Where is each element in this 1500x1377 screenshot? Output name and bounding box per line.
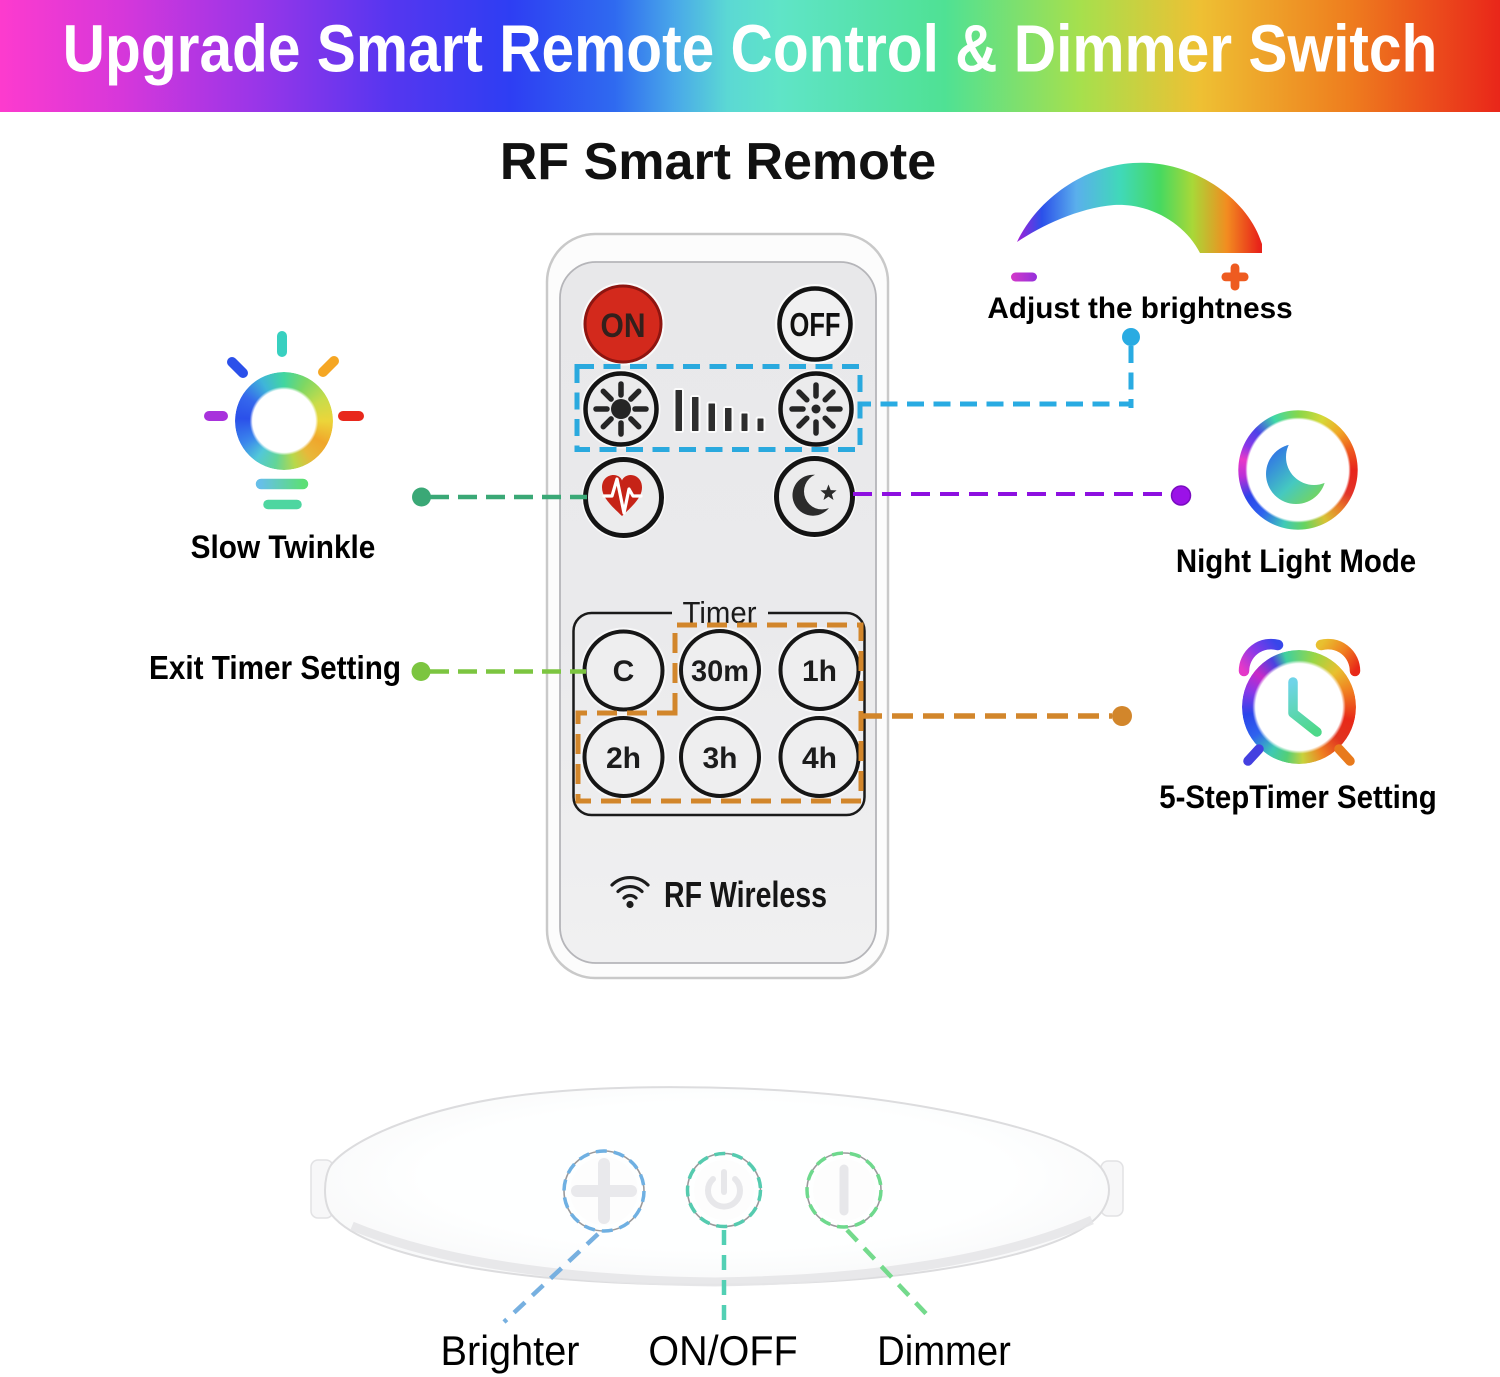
svg-text:ON: ON <box>601 307 646 345</box>
svg-text:30m: 30m <box>691 655 749 688</box>
svg-text:4h: 4h <box>802 742 837 775</box>
svg-text:2h: 2h <box>606 742 641 775</box>
svg-text:OFF: OFF <box>790 306 841 343</box>
svg-text:3h: 3h <box>702 742 737 775</box>
svg-text:RF Wireless: RF Wireless <box>664 874 827 915</box>
svg-text:C: C <box>613 655 635 688</box>
svg-text:1h: 1h <box>802 655 837 688</box>
